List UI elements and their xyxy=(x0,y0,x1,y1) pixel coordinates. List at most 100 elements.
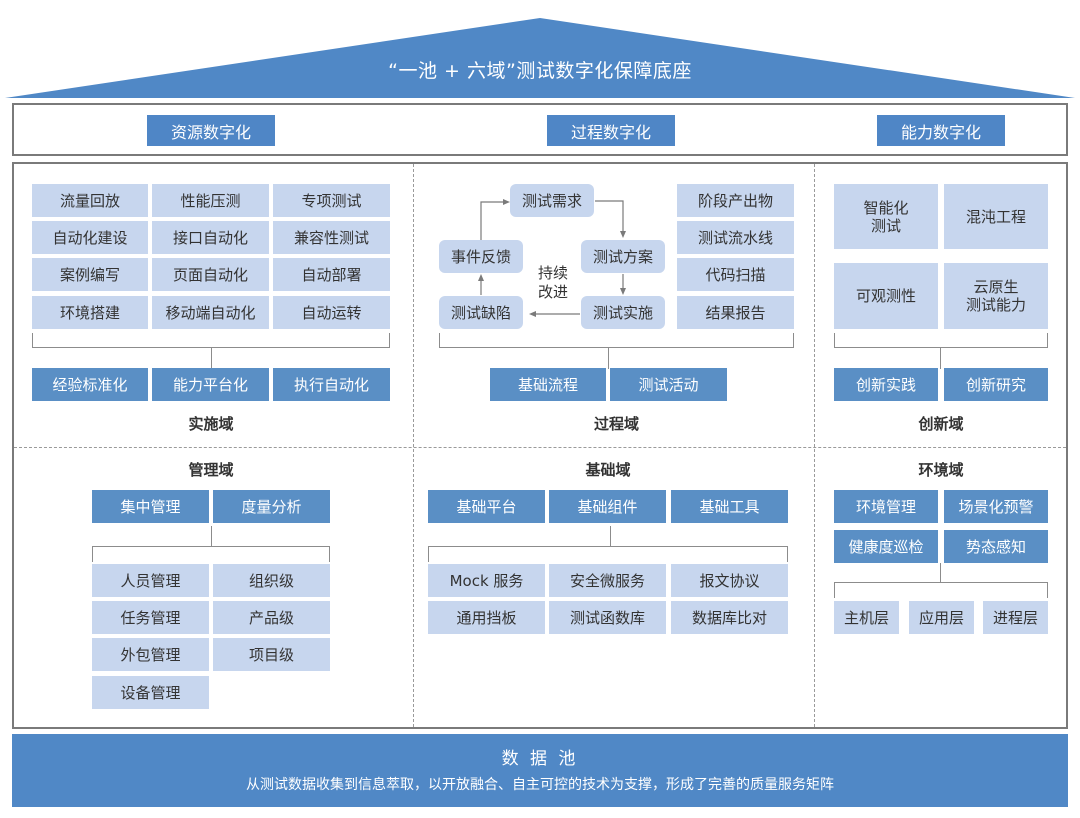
cycle-arrows-icon xyxy=(478,199,626,317)
process-bottom-cell: 测试活动 xyxy=(610,368,727,401)
bracket-line xyxy=(940,347,941,369)
bracket-line xyxy=(1047,333,1048,348)
data-pool-subtitle: 从测试数据收集到信息萃取，以开放融合、自主可控的技术为支撑，形成了完善的质量服务… xyxy=(246,777,834,793)
pillar-capability-digitization: 能力数字化 xyxy=(877,115,1005,146)
implementation-domain-title: 实施域 xyxy=(188,415,234,433)
impl-cell: 自动运转 xyxy=(273,296,390,329)
process-output-cell: 代码扫描 xyxy=(677,258,794,291)
innovation-bottom-cell: 创新实践 xyxy=(834,368,938,401)
innovation-cell-line: 云原生 xyxy=(973,278,1019,296)
foundation-top-cell: 基础平台 xyxy=(428,490,545,523)
innovation-cell: 智能化 测试 xyxy=(834,184,938,249)
management-cell: 外包管理 xyxy=(92,638,209,671)
domains-box xyxy=(12,162,1068,729)
environment-top-cell: 势态感知 xyxy=(944,530,1048,563)
foundation-cell: 通用挡板 xyxy=(428,601,545,634)
roof-title: “一池 + 六域”测试数字化保障底座 xyxy=(388,60,692,82)
management-cell: 项目级 xyxy=(213,638,330,671)
bracket-line xyxy=(834,582,835,598)
management-cell: 任务管理 xyxy=(92,601,209,634)
environment-layer-cell: 应用层 xyxy=(909,601,974,634)
innovation-cell: 云原生 测试能力 xyxy=(944,263,1048,329)
cycle-center-line1: 持续 xyxy=(537,264,568,282)
bracket-line xyxy=(940,563,941,583)
impl-cell: 自动化建设 xyxy=(32,221,148,254)
innovation-cell: 混沌工程 xyxy=(944,184,1048,249)
impl-cell: 兼容性测试 xyxy=(273,221,390,254)
innovation-cell-line: 测试 xyxy=(870,216,901,235)
bracket-line xyxy=(428,546,429,562)
management-domain-title: 管理域 xyxy=(188,461,234,479)
management-top-cell: 集中管理 xyxy=(92,490,209,523)
data-pool-title: 数 据 池 xyxy=(501,749,579,769)
bracket-line xyxy=(439,347,794,348)
environment-domain-title: 环境域 xyxy=(918,461,964,479)
impl-cell: 性能压测 xyxy=(152,184,269,217)
innovation-domain-title: 创新域 xyxy=(918,415,964,433)
management-top-cell: 度量分析 xyxy=(213,490,330,523)
bracket-line xyxy=(608,347,609,369)
innovation-cell-line: 智能化 xyxy=(863,198,909,217)
foundation-top-cell: 基础组件 xyxy=(549,490,666,523)
management-cell: 产品级 xyxy=(213,601,330,634)
bracket-line xyxy=(1047,582,1048,598)
cycle-requirement: 测试需求 xyxy=(510,184,594,217)
process-output-cell: 测试流水线 xyxy=(677,221,794,254)
divider-vertical-1 xyxy=(413,164,414,727)
process-domain-title: 过程域 xyxy=(593,415,639,433)
roof-triangle xyxy=(5,18,1075,98)
impl-cell: 环境搭建 xyxy=(32,296,148,329)
impl-cell: 自动部署 xyxy=(273,258,390,291)
management-cell: 人员管理 xyxy=(92,564,209,597)
environment-layer-cell: 主机层 xyxy=(834,601,899,634)
impl-cell: 流量回放 xyxy=(32,184,148,217)
bracket-line xyxy=(834,582,1048,583)
innovation-bottom-cell: 创新研究 xyxy=(944,368,1048,401)
process-output-cell: 结果报告 xyxy=(677,296,794,329)
bracket-line xyxy=(92,546,93,562)
data-pool: 数 据 池 从测试数据收集到信息萃取，以开放融合、自主可控的技术为支撑，形成了完… xyxy=(12,734,1068,807)
cycle-defect: 测试缺陷 xyxy=(439,296,523,329)
impl-bottom-cell: 经验标准化 xyxy=(32,368,148,401)
cycle-center-line2: 改进 xyxy=(537,283,568,301)
pillar-resource-digitization: 资源数字化 xyxy=(147,115,275,146)
management-cell: 设备管理 xyxy=(92,676,209,709)
cycle-plan: 测试方案 xyxy=(581,240,665,273)
cycle-center-label: 持续 改进 xyxy=(528,264,578,302)
foundation-cell: 测试函数库 xyxy=(549,601,666,634)
impl-bottom-cell: 执行自动化 xyxy=(273,368,390,401)
foundation-cell: 安全微服务 xyxy=(549,564,666,597)
bracket-line xyxy=(428,546,788,547)
bracket-line xyxy=(787,546,788,562)
bracket-line xyxy=(610,526,611,546)
innovation-cell: 可观测性 xyxy=(834,263,938,329)
cycle-feedback: 事件反馈 xyxy=(439,240,523,273)
bracket-line xyxy=(211,526,212,546)
impl-cell: 案例编写 xyxy=(32,258,148,291)
bracket-line xyxy=(211,347,212,369)
bracket-line xyxy=(92,546,330,547)
environment-top-cell: 环境管理 xyxy=(834,490,938,523)
pillar-process-digitization: 过程数字化 xyxy=(547,115,675,146)
foundation-domain-title: 基础域 xyxy=(585,461,631,479)
bracket-line xyxy=(834,347,1048,348)
foundation-cell: Mock 服务 xyxy=(428,564,545,597)
bracket-line xyxy=(329,546,330,562)
foundation-top-cell: 基础工具 xyxy=(671,490,788,523)
process-output-cell: 阶段产出物 xyxy=(677,184,794,217)
bracket-line xyxy=(793,333,794,348)
environment-top-cell: 场景化预警 xyxy=(944,490,1048,523)
process-bottom-cell: 基础流程 xyxy=(490,368,606,401)
bracket-line xyxy=(834,333,835,348)
divider-vertical-2 xyxy=(814,164,815,727)
impl-cell: 移动端自动化 xyxy=(152,296,269,329)
impl-bottom-cell: 能力平台化 xyxy=(152,368,269,401)
environment-top-cell: 健康度巡检 xyxy=(834,530,938,563)
foundation-cell: 报文协议 xyxy=(671,564,788,597)
impl-cell: 专项测试 xyxy=(273,184,390,217)
innovation-cell-line: 测试能力 xyxy=(965,296,1026,314)
bracket-line xyxy=(439,333,440,348)
bracket-line xyxy=(32,333,33,348)
impl-cell: 接口自动化 xyxy=(152,221,269,254)
divider-horizontal xyxy=(14,447,1066,448)
